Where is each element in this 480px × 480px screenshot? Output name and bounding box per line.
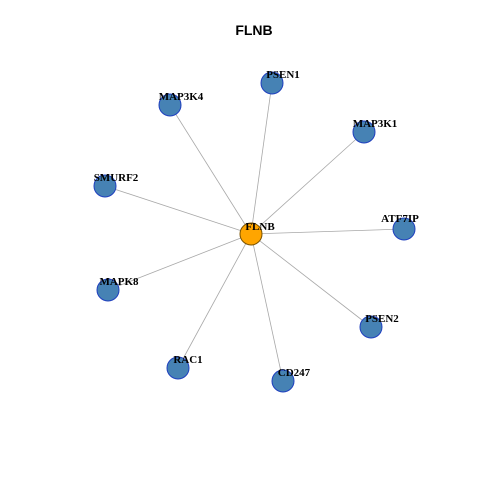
node-psen2: PSEN2 [359, 313, 399, 339]
edges-layer [104, 82, 405, 382]
edge-flnb-psen1 [250, 82, 273, 235]
graph-title: FLNB [235, 22, 272, 38]
node-circle-map3k4 [158, 93, 182, 117]
edge-flnb-cd247 [250, 233, 284, 382]
edge-flnb-map3k4 [169, 104, 252, 235]
node-map3k4: MAP3K4 [158, 91, 204, 117]
node-label-map3k4: MAP3K4 [159, 91, 204, 103]
edge-flnb-atf7ip [250, 228, 405, 235]
node-circle-flnb [239, 222, 263, 246]
node-label-rac1: RAC1 [173, 354, 202, 366]
node-smurf2: SMURF2 [93, 172, 139, 198]
node-label-atf7ip: ATF7IP [381, 213, 419, 225]
edge-flnb-rac1 [177, 233, 252, 369]
node-label-map3k1: MAP3K1 [353, 118, 398, 130]
node-circle-psen2 [359, 315, 383, 339]
node-label-psen1: PSEN1 [266, 69, 300, 81]
node-flnb: FLNB [239, 221, 275, 246]
node-circle-cd247 [271, 369, 295, 393]
node-label-flnb: FLNB [245, 221, 275, 233]
node-atf7ip: ATF7IP [381, 213, 419, 241]
node-circle-rac1 [166, 356, 190, 380]
edge-flnb-map3k1 [250, 131, 365, 235]
node-rac1: RAC1 [166, 354, 203, 380]
node-map3k1: MAP3K1 [352, 118, 398, 144]
node-circle-smurf2 [93, 174, 117, 198]
node-label-psen2: PSEN2 [365, 313, 399, 325]
node-circle-atf7ip [392, 217, 416, 241]
node-circle-map3k1 [352, 120, 376, 144]
node-label-cd247: CD247 [278, 367, 311, 379]
node-label-smurf2: SMURF2 [94, 172, 139, 184]
node-label-mapk8: MAPK8 [99, 276, 139, 288]
edge-flnb-mapk8 [107, 233, 252, 291]
node-circle-mapk8 [96, 278, 120, 302]
node-mapk8: MAPK8 [96, 276, 139, 302]
node-cd247: CD247 [271, 367, 311, 393]
edge-flnb-smurf2 [104, 185, 252, 235]
edge-flnb-psen2 [250, 233, 372, 328]
node-circle-psen1 [260, 71, 284, 95]
node-psen1: PSEN1 [260, 69, 300, 95]
